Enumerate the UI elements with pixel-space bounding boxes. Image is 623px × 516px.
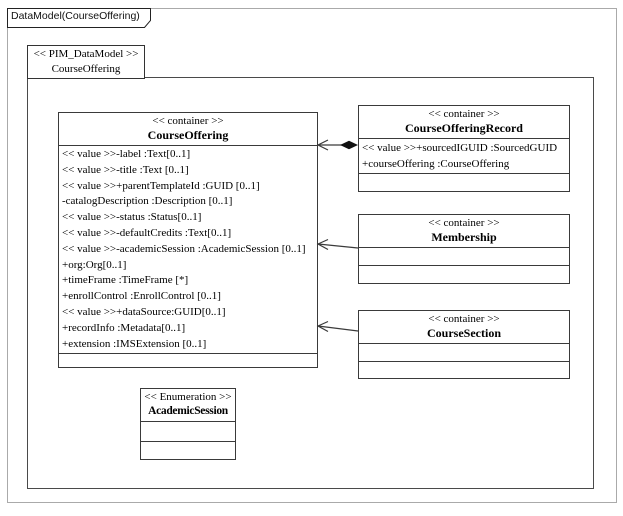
- attribute-row: +org:Org[0..1]: [62, 258, 127, 271]
- operations-compartment: [59, 353, 317, 367]
- pim-datamodel-frame-label: << PIM_DataModel >> CourseOffering: [27, 45, 145, 79]
- operations-compartment: [359, 361, 569, 378]
- attribute-row: << value >>-status :Status[0..1]: [62, 211, 202, 224]
- attribute-row: << value >>-academicSession :AcademicSes…: [62, 242, 306, 255]
- frame-name: CourseOffering: [51, 63, 121, 75]
- attributes-compartment: << value >>+sourcedIGUID :SourcedGUID +c…: [359, 139, 569, 173]
- stereotype-label: << Enumeration >>: [144, 391, 232, 403]
- class-course-section[interactable]: << container >> CourseSection: [358, 310, 570, 379]
- operations-compartment: [359, 173, 569, 191]
- frame-tab-shape-icon: [7, 8, 151, 28]
- enumeration-academic-session[interactable]: << Enumeration >> AcademicSession: [140, 388, 236, 460]
- frame-tab-label: DataModel(CourseOffering): [11, 10, 140, 22]
- attributes-compartment: [359, 248, 569, 265]
- class-course-offering-record[interactable]: << container >> CourseOfferingRecord << …: [358, 105, 570, 192]
- class-course-offering-header: << container >> CourseOffering: [59, 113, 317, 146]
- class-name: CourseOffering: [147, 128, 229, 142]
- operations-compartment: [359, 265, 569, 283]
- stereotype-label: << container >>: [428, 108, 500, 120]
- class-course-offering[interactable]: << container >> CourseOffering << value …: [58, 112, 318, 368]
- class-name: Membership: [431, 230, 497, 244]
- attribute-row: +extension :IMSExtension [0..1]: [62, 337, 207, 350]
- frame-stereotype: << PIM_DataModel >>: [33, 48, 139, 60]
- class-course-section-header: << container >> CourseSection: [359, 311, 569, 344]
- class-membership[interactable]: << container >> Membership: [358, 214, 570, 284]
- frame-tab: DataModel(CourseOffering): [7, 8, 153, 28]
- attribute-row: +enrollControl :EnrollControl [0..1]: [62, 290, 221, 303]
- attribute-row: << value >>-label :Text[0..1]: [62, 148, 191, 160]
- class-course-offering-record-header: << container >> CourseOfferingRecord: [359, 106, 569, 139]
- stereotype-label: << container >>: [428, 217, 500, 229]
- attribute-row: +timeFrame :TimeFrame [*]: [62, 274, 189, 287]
- attributes-compartment: << value >>-label :Text[0..1] << value >…: [59, 146, 317, 353]
- class-name: CourseSection: [427, 326, 501, 340]
- class-name: CourseOfferingRecord: [405, 121, 523, 135]
- attributes-compartment: [141, 422, 235, 441]
- stereotype-label: << container >>: [152, 115, 224, 127]
- attribute-row: -catalogDescription :Description [0..1]: [62, 195, 233, 208]
- attribute-row: << value >>+sourcedIGUID :SourcedGUID: [362, 142, 558, 154]
- attribute-row: << value >>+parentTemplateId :GUID [0..1…: [62, 179, 260, 192]
- attribute-row: << value >>+dataSource:GUID[0..1]: [62, 305, 226, 318]
- class-name: AcademicSession: [148, 405, 228, 417]
- enumeration-academic-session-header: << Enumeration >> AcademicSession: [141, 389, 235, 422]
- attribute-row: << value >>-title :Text [0..1]: [62, 163, 189, 176]
- attributes-compartment: [359, 344, 569, 361]
- operations-compartment: [141, 441, 235, 459]
- attribute-row: +recordInfo :Metadata[0..1]: [62, 321, 186, 334]
- attribute-row: +courseOffering :CourseOffering: [362, 158, 510, 170]
- attribute-row: << value >>-defaultCredits :Text[0..1]: [62, 226, 232, 239]
- class-membership-header: << container >> Membership: [359, 215, 569, 248]
- stereotype-label: << container >>: [428, 313, 500, 325]
